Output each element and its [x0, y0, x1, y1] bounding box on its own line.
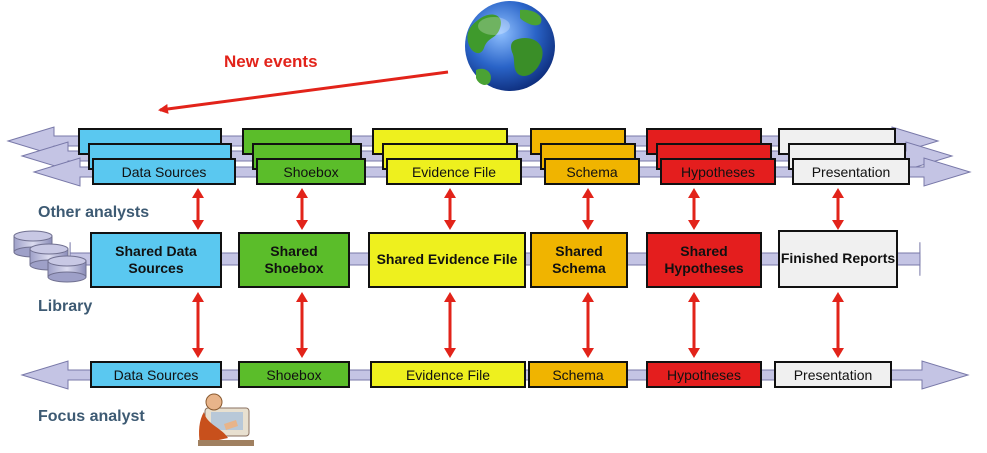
- focus-analyst-stage-hypotheses[interactable]: Hypotheses: [646, 361, 762, 388]
- other-analysts-label: Other analysts: [38, 204, 150, 221]
- other-analysts-stage-presentation[interactable]: Presentation: [792, 158, 910, 185]
- stage-label: Data Sources: [113, 366, 199, 383]
- stage-label: Evidence File: [411, 163, 497, 180]
- stage-label: Schema: [552, 366, 604, 383]
- stage-label: Schema: [566, 163, 618, 180]
- library-stage-finished-reports[interactable]: Finished Reports: [778, 230, 898, 288]
- stage-label: Hypotheses: [667, 366, 741, 383]
- focus-analyst-stage-shoebox[interactable]: Shoebox: [238, 361, 350, 388]
- focus-analyst-stage-schema[interactable]: Schema: [528, 361, 628, 388]
- analyst-icon: [198, 393, 254, 446]
- stage-label: Finished Reports: [780, 250, 896, 267]
- connector-library-to-focus-1: [296, 292, 308, 358]
- stage-label: Shared Shoebox: [264, 242, 324, 277]
- stage-label: Shoebox: [266, 366, 322, 383]
- stage-label: Shared Evidence File: [376, 251, 518, 268]
- connector-library-to-focus-2: [444, 292, 456, 358]
- globe-icon: [465, 1, 555, 91]
- library-stage-shared-data-sources[interactable]: Shared Data Sources: [90, 232, 222, 288]
- stage-label: Evidence File: [405, 366, 491, 383]
- focus-analyst-stage-evidence-file[interactable]: Evidence File: [370, 361, 526, 388]
- other-analysts-stage-schema[interactable]: Schema: [544, 158, 640, 185]
- new-events-label: New events: [224, 52, 318, 71]
- library-stage-shared-evidence-file[interactable]: Shared Evidence File: [368, 232, 526, 288]
- stage-label: Data Sources: [121, 163, 207, 180]
- database-icon: [13, 230, 87, 283]
- stage-label: Shoebox: [283, 163, 339, 180]
- library-label: Library: [38, 298, 93, 315]
- other-analysts-stage-evidence-file[interactable]: Evidence File: [386, 158, 522, 185]
- stage-label: Shared Schema: [552, 242, 606, 277]
- connector-library-to-focus-3: [582, 292, 594, 358]
- library-stage-shared-shoebox[interactable]: Shared Shoebox: [238, 232, 350, 288]
- connector-library-to-focus-4: [688, 292, 700, 358]
- stage-label: Presentation: [811, 163, 891, 180]
- other-analysts-stage-shoebox[interactable]: Shoebox: [256, 158, 366, 185]
- other-analysts-stage-hypotheses[interactable]: Hypotheses: [660, 158, 776, 185]
- stage-label: Hypotheses: [681, 163, 755, 180]
- connector-other-to-library-5: [832, 188, 844, 230]
- connector-other-to-library-2: [444, 188, 456, 230]
- library-stage-shared-hypotheses[interactable]: Shared Hypotheses: [646, 232, 762, 288]
- focus-analyst-stage-data-sources[interactable]: Data Sources: [90, 361, 222, 388]
- connector-other-to-library-0: [192, 188, 204, 230]
- other-analysts-stage-data-sources[interactable]: Data Sources: [92, 158, 236, 185]
- connector-library-to-focus-5: [832, 292, 844, 358]
- connector-other-to-library-1: [296, 188, 308, 230]
- stage-label: Shared Data Sources: [115, 242, 197, 277]
- connector-library-to-focus-0: [192, 292, 204, 358]
- connector-other-to-library-3: [582, 188, 594, 230]
- focus-analyst-label: Focus analyst: [38, 408, 145, 425]
- library-stage-shared-schema[interactable]: Shared Schema: [530, 232, 628, 288]
- new-events-arrow: [158, 70, 449, 114]
- focus-analyst-stage-presentation[interactable]: Presentation: [774, 361, 892, 388]
- stage-label: Shared Hypotheses: [664, 242, 744, 277]
- connector-other-to-library-4: [688, 188, 700, 230]
- stage-label: Presentation: [793, 366, 873, 383]
- connectors: [192, 188, 844, 358]
